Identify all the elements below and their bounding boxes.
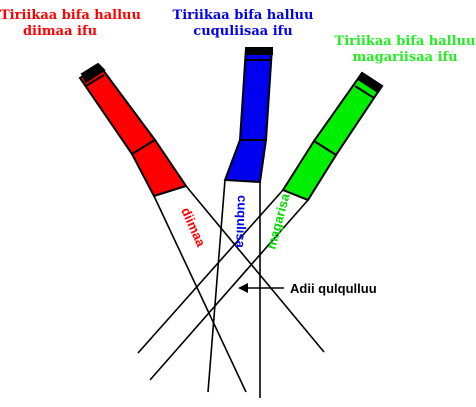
- annotation-label: Adii qulqulluu: [290, 281, 377, 296]
- red-beam-right-ray: [185, 185, 325, 353]
- green-caption-line2: magariisaa ifu: [352, 50, 458, 65]
- green-flashlight-caption: Tiriikaa bifa halluu magariisaa ifu: [334, 34, 476, 66]
- green-beam-left-ray: [137, 189, 284, 354]
- red-caption-line1: Tiriikaa bifa halluu: [0, 8, 141, 23]
- green-beam-label: magarisa: [263, 191, 292, 251]
- light-rays: [137, 179, 325, 398]
- red-flashlight-caption: Tiriikaa bifa halluu diimaa ifu: [0, 8, 141, 40]
- blue-flashlight: [223, 47, 274, 184]
- red-flashlight: [78, 62, 188, 198]
- green-caption-line1: Tiriikaa bifa halluu: [334, 34, 476, 49]
- red-caption-line2: diimaa ifu: [22, 24, 98, 39]
- green-flashlight: [281, 71, 384, 202]
- red-beam-left-ray: [153, 195, 247, 393]
- blue-caption-line1: Tiriikaa bifa halluu: [172, 8, 314, 23]
- blue-caption-line2: cuquliisaa ifu: [193, 24, 293, 39]
- annotation-arrow: [238, 283, 284, 293]
- red-beam-label: diimaa: [178, 205, 209, 249]
- green-beam-right-ray: [149, 199, 309, 381]
- blue-beam-left-ray: [207, 179, 226, 393]
- blue-beam-label: cuqulisa: [233, 195, 250, 249]
- blue-flashlight-caption: Tiriikaa bifa halluu cuquliisaa ifu: [168, 8, 318, 40]
